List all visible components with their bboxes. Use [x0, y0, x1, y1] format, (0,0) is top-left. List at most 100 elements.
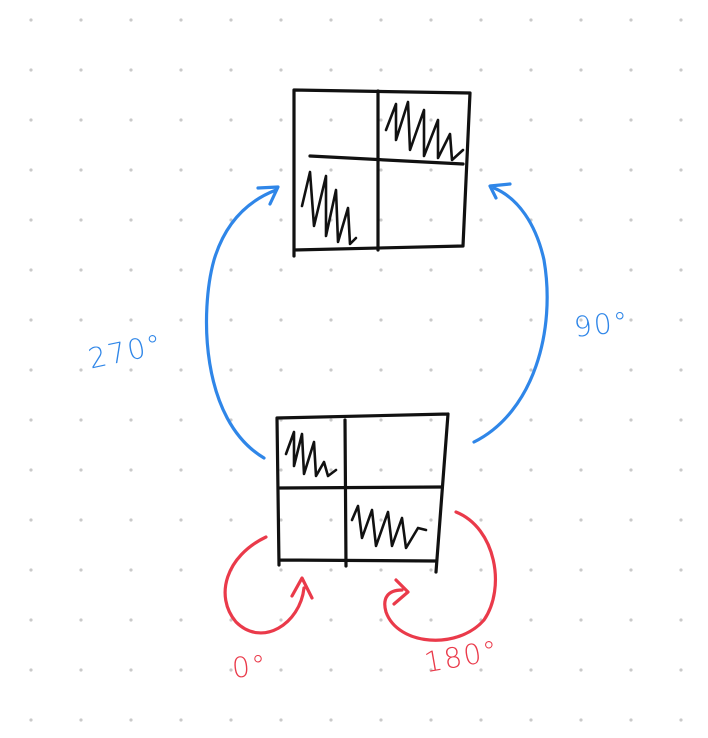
grid-dot	[479, 468, 483, 472]
grid-dot	[679, 718, 683, 722]
grid-dot	[329, 18, 333, 22]
grid-dot	[579, 418, 583, 422]
grid-dot	[79, 218, 83, 222]
grid-dot	[379, 18, 383, 22]
top-grid-shaded-bottom-left	[300, 170, 358, 246]
grid-dot	[679, 468, 683, 472]
grid-dot	[79, 618, 83, 622]
grid-dot	[279, 468, 283, 472]
grid-dot	[229, 668, 233, 672]
grid-dot	[29, 318, 33, 322]
grid-dot	[529, 18, 533, 22]
dot-grid	[29, 18, 683, 722]
grid-dot	[379, 718, 383, 722]
grid-dot	[579, 268, 583, 272]
grid-dot	[579, 718, 583, 722]
grid-dot	[629, 118, 633, 122]
grid-dot	[679, 268, 683, 272]
arrow-0-head	[290, 576, 314, 600]
grid-dot	[479, 368, 483, 372]
grid-dot	[529, 268, 533, 272]
grid-dot	[179, 68, 183, 72]
grid-dot	[479, 668, 483, 672]
grid-dot	[179, 318, 183, 322]
grid-dot	[629, 168, 633, 172]
grid-dot	[679, 18, 683, 22]
grid-dot	[629, 18, 633, 22]
grid-dot	[129, 418, 133, 422]
grid-dot	[79, 718, 83, 722]
grid-dot	[429, 118, 433, 122]
grid-dot	[529, 368, 533, 372]
grid-dot	[529, 668, 533, 672]
grid-dot	[429, 718, 433, 722]
grid-dot	[679, 118, 683, 122]
grid-dot	[129, 18, 133, 22]
grid-dot	[129, 118, 133, 122]
grid-dot	[679, 368, 683, 372]
grid-dot	[229, 518, 233, 522]
grid-dot	[79, 118, 83, 122]
grid-dot	[29, 68, 33, 72]
label-0: 0°	[230, 648, 270, 685]
grid-dot	[429, 418, 433, 422]
grid-dot	[379, 318, 383, 322]
arrow-0-rotation	[223, 535, 306, 635]
grid-dot	[629, 68, 633, 72]
grid-dot	[479, 718, 483, 722]
bottom-grid-shaded-top-left	[284, 430, 338, 478]
grid-dot	[529, 318, 533, 322]
grid-dot	[29, 618, 33, 622]
grid-dot	[529, 718, 533, 722]
grid-dot	[379, 168, 383, 172]
grid-dot	[429, 368, 433, 372]
grid-dot	[79, 18, 83, 22]
grid-dot	[329, 118, 333, 122]
grid-dot	[129, 368, 133, 372]
grid-dot	[379, 568, 383, 572]
grid-dot	[529, 568, 533, 572]
grid-dot	[529, 468, 533, 472]
grid-dot	[329, 468, 333, 472]
arrow-90-head	[488, 182, 512, 200]
grid-dot	[329, 718, 333, 722]
grid-dot	[429, 218, 433, 222]
grid-dot	[579, 68, 583, 72]
arrow-270-rotation	[204, 188, 278, 460]
top-grid-divider-horizontal	[308, 154, 465, 166]
grid-dot	[129, 618, 133, 622]
grid-dot	[679, 518, 683, 522]
grid-dot	[229, 168, 233, 172]
grid-dot	[429, 468, 433, 472]
grid-dot	[29, 368, 33, 372]
grid-dot	[479, 18, 483, 22]
grid-dot	[329, 618, 333, 622]
grid-dot	[329, 418, 333, 422]
grid-dot	[679, 318, 683, 322]
grid-dot	[379, 418, 383, 422]
grid-dot	[329, 518, 333, 522]
grid-dot	[179, 718, 183, 722]
grid-dot	[279, 68, 283, 72]
grid-dot	[329, 568, 333, 572]
grid-dot	[279, 168, 283, 172]
grid-dot	[229, 368, 233, 372]
arrow-180-rotation	[383, 510, 498, 642]
grid-dot	[29, 418, 33, 422]
arrow-270-head	[256, 185, 280, 206]
grid-dot	[529, 618, 533, 622]
grid-dot	[79, 368, 83, 372]
grid-dot	[79, 268, 83, 272]
grid-dot	[229, 18, 233, 22]
grid-dot	[279, 118, 283, 122]
grid-dot	[179, 668, 183, 672]
grid-dot	[629, 368, 633, 372]
grid-dot	[279, 368, 283, 372]
grid-dot	[229, 118, 233, 122]
grid-dot	[279, 518, 283, 522]
grid-dot	[29, 518, 33, 522]
grid-dot	[679, 68, 683, 72]
grid-dot	[329, 268, 333, 272]
bottom-grid-outline	[275, 412, 450, 574]
